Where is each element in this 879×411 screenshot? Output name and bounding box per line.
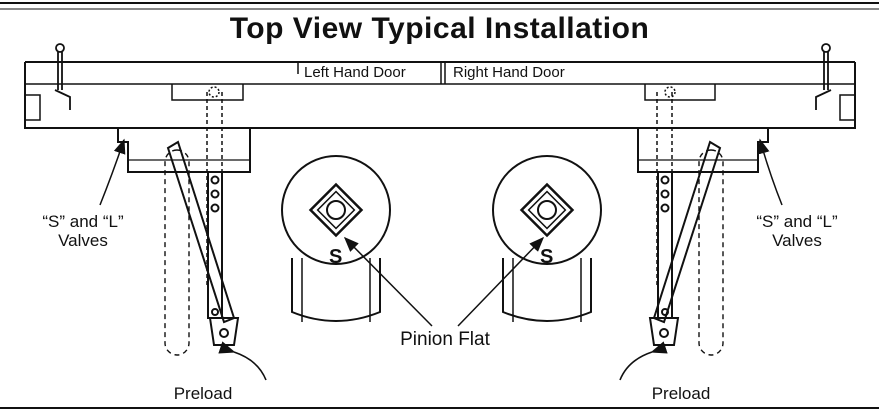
pinion-left [281, 155, 391, 322]
valves-label-left-line2: Valves [58, 231, 108, 250]
valves-label-right-line1: “S” and “L” [756, 212, 838, 231]
door-frame [24, 61, 856, 129]
pinion-flat-pointers [343, 236, 545, 327]
preload-arrow-left [218, 341, 267, 381]
valves-label-right-line2: Valves [772, 231, 822, 250]
arm-shoe-right [644, 84, 716, 285]
valves-label-left: “S” and “L” Valves [18, 212, 148, 250]
right-hand-door-label: Right Hand Door [453, 64, 565, 81]
left-hand-door-label: Left Hand Door [304, 64, 406, 81]
hinge-pin-right [815, 43, 832, 110]
hinge-pin-left [54, 43, 71, 110]
preload-arrow-right [619, 341, 668, 381]
top-border [0, 2, 879, 10]
valves-label-right: “S” and “L” Valves [732, 212, 862, 250]
door-meeting-stile [297, 62, 446, 84]
arm-assembly-right [648, 140, 724, 356]
diagram-title: Top View Typical Installation [229, 12, 650, 45]
arm-shoe-left [171, 84, 244, 285]
pinion-right [492, 155, 602, 322]
pinion-left-mark: S [329, 246, 343, 268]
arm-assembly-left [164, 140, 240, 356]
pinion-flat-label: Pinion Flat [400, 329, 490, 350]
valve-pointers [99, 138, 783, 206]
preload-label-left: Preload [173, 384, 233, 403]
pinion-right-mark: S [540, 246, 554, 268]
valves-label-left-line1: “S” and “L” [42, 212, 124, 231]
preload-label-right: Preload [651, 384, 711, 403]
closer-body-left [117, 128, 251, 173]
